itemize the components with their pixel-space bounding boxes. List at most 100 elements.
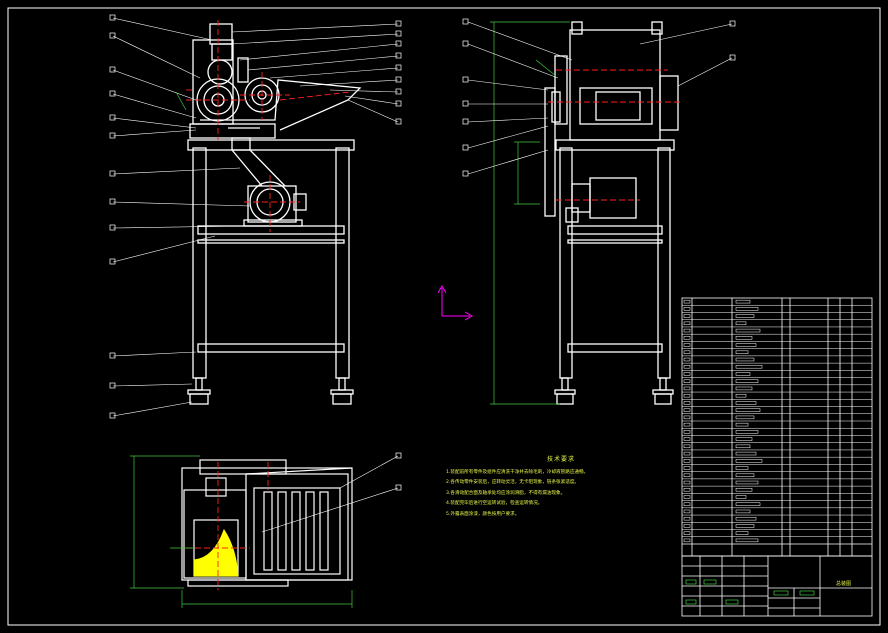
parts-row-number bbox=[683, 538, 691, 543]
parts-row-number bbox=[683, 357, 691, 362]
parts-row-number bbox=[683, 437, 691, 441]
front-chute bbox=[200, 79, 362, 131]
top-view bbox=[181, 459, 353, 587]
parts-row-number bbox=[683, 336, 691, 340]
parts-row-number bbox=[683, 415, 691, 420]
parts-list bbox=[681, 297, 873, 557]
front-drive-belt bbox=[231, 149, 286, 187]
parts-row-number bbox=[683, 314, 691, 318]
front-top-plate bbox=[187, 139, 355, 151]
parts-row-number bbox=[683, 365, 691, 369]
top-roller-area bbox=[245, 473, 349, 581]
parts-row-name bbox=[735, 488, 753, 492]
front-upper-roll bbox=[207, 59, 233, 85]
side-balloons bbox=[462, 18, 736, 177]
parts-row-name bbox=[735, 393, 747, 398]
side-dimension-lines bbox=[490, 21, 570, 405]
front-center-lines bbox=[186, 20, 351, 232]
note-line: 1.装配前所有零件及组件应清洗干净并去除毛刺，冷却液管路应通畅。 bbox=[446, 469, 589, 475]
front-mid-beam-2 bbox=[197, 239, 345, 244]
parts-row-number bbox=[683, 393, 691, 398]
parts-row-name bbox=[735, 422, 749, 427]
side-center-lines bbox=[548, 69, 682, 201]
parts-row-name bbox=[735, 372, 751, 376]
parts-row-name bbox=[735, 516, 757, 521]
side-feet bbox=[554, 377, 674, 405]
top-dimension-lines bbox=[130, 455, 353, 608]
parts-row-number bbox=[683, 307, 691, 311]
parts-row-name bbox=[735, 480, 759, 485]
parts-row-number bbox=[683, 444, 691, 449]
parts-row-number bbox=[683, 451, 691, 456]
parts-row-number bbox=[683, 495, 691, 499]
parts-row-number bbox=[683, 386, 691, 391]
note-line: 3.各滑动配合面及轴承处均应涂润滑脂，不得有漏油现象。 bbox=[446, 490, 566, 496]
parts-row-name bbox=[735, 437, 753, 441]
parts-row-number bbox=[683, 473, 691, 477]
parts-row-name bbox=[735, 531, 749, 535]
parts-row-name bbox=[735, 299, 751, 304]
note-line: 4.装配完毕后进行空运转试验，检查运转情况。 bbox=[446, 501, 543, 507]
front-side-plate bbox=[192, 39, 234, 125]
parts-row-number bbox=[683, 422, 691, 427]
parts-row-name bbox=[735, 415, 755, 420]
parts-row-name bbox=[735, 343, 757, 347]
parts-row-name bbox=[735, 314, 755, 318]
parts-row-name bbox=[735, 321, 747, 326]
parts-row-name bbox=[735, 350, 749, 354]
parts-row-number bbox=[683, 408, 691, 412]
parts-row-name bbox=[735, 524, 755, 528]
title-block bbox=[681, 555, 873, 617]
parts-row-number bbox=[683, 488, 691, 492]
top-yellow-section bbox=[193, 528, 239, 577]
side-view bbox=[544, 21, 679, 405]
front-lower-beam bbox=[197, 343, 345, 353]
parts-row-number bbox=[683, 343, 691, 347]
notes-title: 技术要求 bbox=[546, 456, 575, 463]
note-line: 2.各传动零件安装后，应转动灵活，无卡阻现象，链条张紧适度。 bbox=[446, 480, 580, 486]
parts-row-number bbox=[683, 480, 691, 485]
front-feet bbox=[187, 377, 354, 405]
parts-list-rows bbox=[682, 299, 872, 543]
parts-row-number bbox=[683, 524, 691, 528]
parts-row-number bbox=[683, 516, 691, 521]
parts-row-name bbox=[735, 336, 753, 340]
parts-row-name bbox=[735, 307, 759, 311]
parts-row-number bbox=[683, 509, 691, 514]
parts-row-name bbox=[735, 502, 761, 506]
parts-row-number bbox=[683, 466, 691, 470]
front-leaders bbox=[112, 17, 399, 417]
parts-row-name bbox=[735, 473, 755, 477]
parts-row-number bbox=[683, 372, 691, 376]
parts-row-name bbox=[735, 538, 759, 543]
technical-notes: 技术要求 1.装配前所有零件及组件应清洗干净并去除毛刺，冷却液管路应通畅。 2.… bbox=[446, 455, 676, 521]
parts-row-number bbox=[683, 502, 691, 506]
top-balloons bbox=[395, 452, 402, 491]
side-leaders bbox=[467, 21, 733, 175]
parts-row-name bbox=[735, 459, 763, 463]
parts-row-name bbox=[735, 408, 761, 412]
title-block-marks bbox=[685, 579, 815, 605]
parts-row-name bbox=[735, 401, 757, 405]
side-end-gear bbox=[659, 75, 679, 131]
parts-row-name bbox=[735, 451, 757, 456]
top-leaders bbox=[261, 455, 399, 533]
front-balloons bbox=[109, 14, 402, 419]
side-roller bbox=[579, 87, 653, 125]
side-belt-guard bbox=[544, 87, 556, 217]
parts-row-number bbox=[683, 531, 691, 535]
parts-row-number bbox=[683, 401, 691, 405]
title-block-label: 总装图 bbox=[836, 581, 852, 587]
front-dim-angle bbox=[175, 91, 187, 111]
parts-row-number bbox=[683, 328, 691, 333]
parts-row-name bbox=[735, 328, 761, 333]
parts-row-name bbox=[735, 466, 749, 470]
top-center-lines bbox=[186, 462, 269, 590]
parts-row-name bbox=[735, 379, 759, 383]
parts-row-number bbox=[683, 430, 691, 434]
parts-row-name bbox=[735, 509, 751, 514]
parts-row-number bbox=[683, 299, 691, 304]
axis-indicator bbox=[437, 284, 474, 321]
parts-row-number bbox=[683, 459, 691, 463]
